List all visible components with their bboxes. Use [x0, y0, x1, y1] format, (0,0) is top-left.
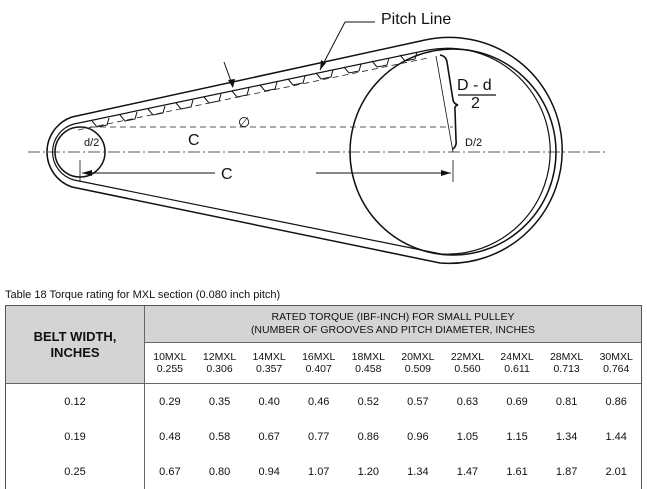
- table-row: 0.12 0.29 0.35 0.40 0.46 0.52 0.57 0.63 …: [6, 383, 641, 419]
- belt-teeth: [91, 51, 418, 128]
- center-dimension-arrow-right: [441, 170, 451, 176]
- belt-width-cell: 0.12: [6, 383, 145, 419]
- belt-leader-arrowhead: [228, 79, 235, 88]
- torque-cell: 1.47: [456, 465, 479, 478]
- torque-cell: 0.40: [258, 395, 280, 408]
- belt-outer: [46, 36, 563, 265]
- torque-cell: 0.77: [308, 430, 330, 443]
- rated-torque-header-line2: (NUMBER OF GROOVES AND PITCH DIAMETER, I…: [250, 324, 536, 336]
- belt-width-cell: 0.19: [6, 419, 145, 454]
- pulley-name: 10MXL: [153, 351, 187, 363]
- large-radius-label: D/2: [465, 137, 482, 149]
- pulley-diameter: 0.357: [256, 363, 283, 375]
- torque-cell: 0.94: [258, 465, 280, 478]
- large-pulley: [349, 48, 557, 256]
- rated-torque-header: RATED TORQUE (IBF-INCH) FOR SMALL PULLEY…: [144, 306, 641, 343]
- torque-cell: 1.20: [357, 465, 380, 478]
- table-caption: Table 18 Torque rating for MXL section (…: [5, 289, 281, 301]
- belt-width-header-line1: BELT WIDTH,: [33, 328, 117, 344]
- fraction-denominator: 2: [471, 95, 480, 112]
- torque-cell: 0.80: [208, 465, 231, 478]
- large-radius-line: [435, 55, 454, 153]
- torque-cell: 1.07: [308, 465, 330, 478]
- torque-cell: 1.05: [456, 430, 479, 443]
- pulley-name: 16MXL: [302, 351, 336, 363]
- table-row: 0.19 0.48 0.58 0.67 0.77 0.86 0.96 1.05 …: [6, 419, 641, 454]
- pulley-name: 22MXL: [450, 351, 485, 363]
- torque-cell: 0.35: [208, 395, 231, 408]
- pulley-name: 18MXL: [351, 351, 385, 363]
- center-dimension-arrow-left: [82, 170, 92, 176]
- pulley-name: 24MXL: [500, 351, 534, 363]
- belt-width-header: BELT WIDTH, INCHES: [6, 306, 145, 384]
- pulley-diameter: 0.255: [156, 363, 184, 375]
- torque-cell: 0.58: [208, 430, 231, 443]
- torque-cell: 0.63: [456, 395, 479, 408]
- torque-rating-table: BELT WIDTH, INCHES RATED TORQUE (IBF-INC…: [5, 305, 642, 489]
- belt-inner: [52, 47, 551, 255]
- torque-cell: 0.86: [357, 430, 380, 443]
- pulley-diameter: 0.306: [206, 363, 233, 375]
- torque-cell: 1.34: [407, 465, 429, 478]
- pulley-name: 30MXL: [599, 351, 633, 363]
- pulley-name: 28MXL: [549, 351, 584, 363]
- torque-cell: 0.57: [407, 395, 429, 408]
- pulley-name: 12MXL: [202, 351, 237, 363]
- belt-width-cell: 0.25: [6, 454, 145, 489]
- pulley-diameter: 0.560: [454, 363, 481, 375]
- torque-cell: 0.67: [159, 465, 181, 478]
- diameter-symbol: ∅: [238, 114, 250, 130]
- pulley-diameter: 0.764: [603, 363, 630, 375]
- fraction-numerator: D - d: [457, 77, 492, 94]
- pulley-name: 14MXL: [252, 351, 286, 363]
- center-distance-label-lower: C: [221, 166, 233, 183]
- table-row: 0.25 0.67 0.80 0.94 1.07 1.20 1.34 1.47 …: [6, 454, 641, 489]
- torque-cell: 0.46: [308, 395, 330, 408]
- torque-cell: 0.86: [605, 395, 627, 408]
- belt-drive-diagram: ∅ C C d/2 D/2 D - d 2 Pitch Line: [28, 11, 605, 265]
- torque-cell: 0.52: [357, 395, 380, 408]
- offset-brace: [439, 54, 459, 150]
- torque-cell: 2.01: [605, 465, 627, 478]
- torque-cell: 0.81: [555, 395, 578, 408]
- torque-cell: 1.34: [555, 430, 578, 443]
- torque-cell: 0.96: [407, 430, 429, 443]
- pulley-diameter: 0.407: [305, 363, 332, 375]
- pitch-line-label: Pitch Line: [381, 11, 451, 28]
- torque-cell: 0.69: [506, 395, 528, 408]
- torque-cell: 0.67: [258, 430, 280, 443]
- belt-width-header-line2: INCHES: [50, 344, 100, 360]
- rated-torque-header-line1: RATED TORQUE (IBF-INCH) FOR SMALL PULLEY: [271, 311, 515, 323]
- torque-cell: 0.48: [159, 430, 181, 443]
- center-distance-label-upper: C: [188, 132, 200, 149]
- torque-cell: 1.87: [555, 465, 578, 478]
- pitch-line-arrowhead: [320, 60, 326, 70]
- torque-cell: 0.29: [159, 395, 181, 408]
- pitch-line: [77, 57, 429, 131]
- torque-cell: 1.15: [506, 430, 528, 443]
- pulley-diameter: 0.713: [553, 363, 580, 375]
- small-radius-label: d/2: [84, 137, 99, 149]
- pulley-diameter: 0.458: [355, 363, 382, 375]
- pulley-diameter: 0.611: [504, 363, 530, 375]
- pulley-diameter: 0.509: [404, 363, 432, 375]
- torque-cell: 1.44: [605, 430, 627, 443]
- torque-cell: 1.61: [506, 465, 528, 478]
- pulley-name: 20MXL: [401, 351, 435, 363]
